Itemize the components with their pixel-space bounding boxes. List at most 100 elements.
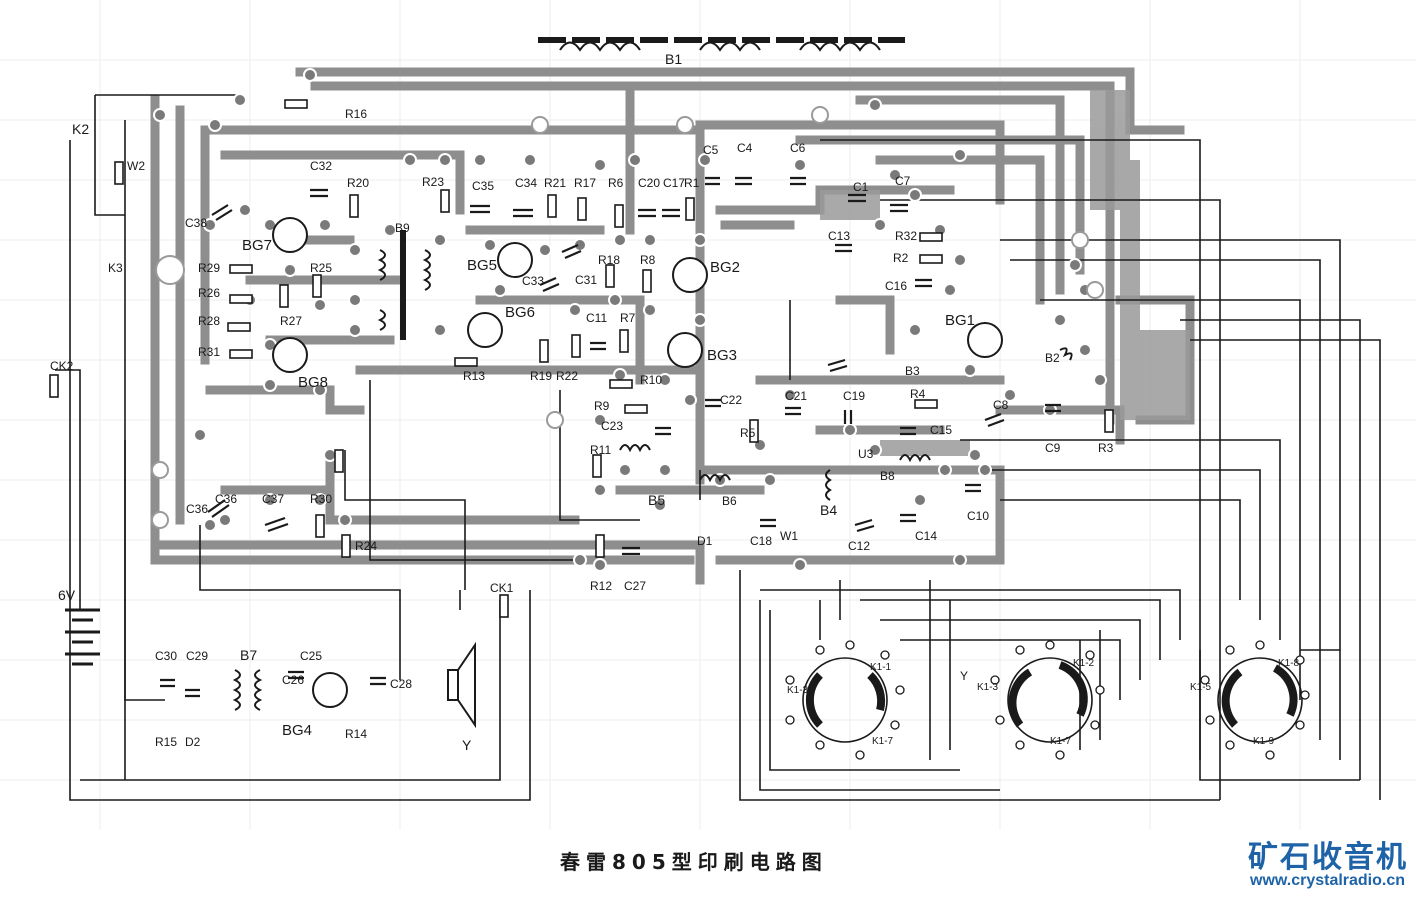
label-c21: C21 (785, 389, 807, 403)
label-r15: R15 (155, 735, 177, 749)
label-k1-1: K1-1 (870, 662, 892, 673)
label-c5: C5 (703, 143, 719, 157)
label-b3: B3 (905, 364, 920, 378)
label-bg3: BG3 (707, 347, 737, 364)
copper-traces (150, 67, 1195, 585)
label-b9: B9 (395, 221, 410, 235)
label-r3: R3 (1098, 441, 1114, 455)
label-r26: R26 (198, 286, 220, 300)
label-c9: C9 (1045, 441, 1061, 455)
label-c22: C22 (720, 393, 742, 407)
label-c12: C12 (848, 539, 870, 553)
switch-contacts (785, 640, 1310, 760)
label-k3: K3 (108, 261, 123, 275)
label-k2: K2 (72, 121, 89, 137)
label-r32: R32 (895, 229, 917, 243)
speaker-symbol (447, 641, 476, 729)
label-r31: R31 (198, 345, 220, 359)
label-c6: C6 (790, 141, 806, 155)
label-r7: R7 (620, 311, 636, 325)
watermark-url: www.crystalradio.cn (1250, 872, 1406, 889)
label-c26: C26 (282, 673, 304, 687)
label-bg8: BG8 (298, 374, 328, 391)
label-r4: R4 (910, 387, 926, 401)
label-c14: C14 (915, 529, 937, 543)
label-bg4: BG4 (282, 722, 312, 739)
label-c18: C18 (750, 534, 772, 548)
label-k1-5: K1-5 (1190, 682, 1212, 693)
label-r20: R20 (347, 176, 369, 190)
label-c16: C16 (885, 279, 907, 293)
label-r27: R27 (280, 314, 302, 328)
label-b1: B1 (665, 51, 682, 67)
label-bg2: BG2 (710, 259, 740, 276)
label-c27: C27 (624, 579, 646, 593)
label-c38: C38 (185, 216, 207, 230)
label-bg1: BG1 (945, 312, 975, 329)
label-c35: C35 (472, 179, 494, 193)
label-c25: C25 (300, 649, 322, 663)
wiring (55, 94, 1381, 801)
label-c19: C19 (843, 389, 865, 403)
label-y: Y (462, 737, 472, 753)
label-d1: D1 (697, 534, 713, 548)
label-r21: R21 (544, 176, 566, 190)
label-d2: D2 (185, 735, 201, 749)
capacitors (160, 176, 1061, 698)
label-r25: R25 (310, 261, 332, 275)
label-k1-7a: K1-7 (872, 736, 894, 747)
label-r23: R23 (422, 175, 444, 189)
resistors (49, 99, 1114, 618)
label-y2: Y (960, 669, 968, 683)
label-r18: R18 (598, 253, 620, 267)
label-r11: R11 (590, 443, 611, 457)
label-ck1: CK1 (490, 581, 514, 595)
label-c20: C20 (638, 176, 660, 190)
label-r6: R6 (608, 176, 624, 190)
component-labels: B1 K2 W2 K3 R16 C32 R20 R23 C35 C34 R21 … (50, 51, 1300, 753)
label-c36b: C36 (215, 492, 237, 506)
diagram-caption: 春雷805型印刷电路图 (560, 850, 828, 874)
label-c36a: C36 (186, 502, 208, 516)
label-c32: C32 (310, 159, 332, 173)
label-r19: R19 (530, 369, 552, 383)
label-c1: C1 (853, 180, 869, 194)
label-c7: C7 (895, 174, 911, 188)
label-c33: C33 (522, 274, 544, 288)
label-k1-8: K1-8 (1278, 658, 1300, 669)
label-b8: B8 (880, 469, 895, 483)
label-r28: R28 (198, 314, 220, 328)
label-c13: C13 (828, 229, 850, 243)
label-c28: C28 (390, 677, 412, 691)
label-ck2: CK2 (50, 359, 74, 373)
label-b6: B6 (722, 494, 737, 508)
copper-pour (820, 90, 1190, 456)
label-r30: R30 (310, 492, 332, 506)
label-r29: R29 (198, 261, 220, 275)
label-r12: R12 (590, 579, 612, 593)
label-r16: R16 (345, 107, 367, 121)
label-k1-7b: K1-7 (1050, 736, 1072, 747)
label-k1-2: K1-2 (1073, 658, 1095, 669)
mounting-holes (151, 106, 1104, 529)
label-k1-3b: K1-3 (977, 682, 999, 693)
label-r10: R10 (640, 373, 662, 387)
b1-core (400, 37, 905, 340)
label-6v: 6V (58, 587, 76, 603)
label-b7: B7 (240, 647, 257, 663)
label-c4: C4 (737, 141, 753, 155)
watermark-brand: 矿石收音机 (1248, 840, 1408, 875)
label-u3: U3 (858, 447, 874, 461)
label-c31: C31 (575, 273, 597, 287)
label-k1-9: K1-9 (1253, 736, 1275, 747)
transistors (272, 217, 1003, 708)
label-bg7: BG7 (242, 237, 272, 254)
label-c8: C8 (993, 398, 1009, 412)
label-r9: R9 (594, 399, 610, 413)
label-c11: C11 (586, 311, 607, 325)
label-r13: R13 (463, 369, 485, 383)
label-w2: W2 (127, 159, 145, 173)
label-c10: C10 (967, 509, 989, 523)
label-r14: R14 (345, 727, 367, 741)
